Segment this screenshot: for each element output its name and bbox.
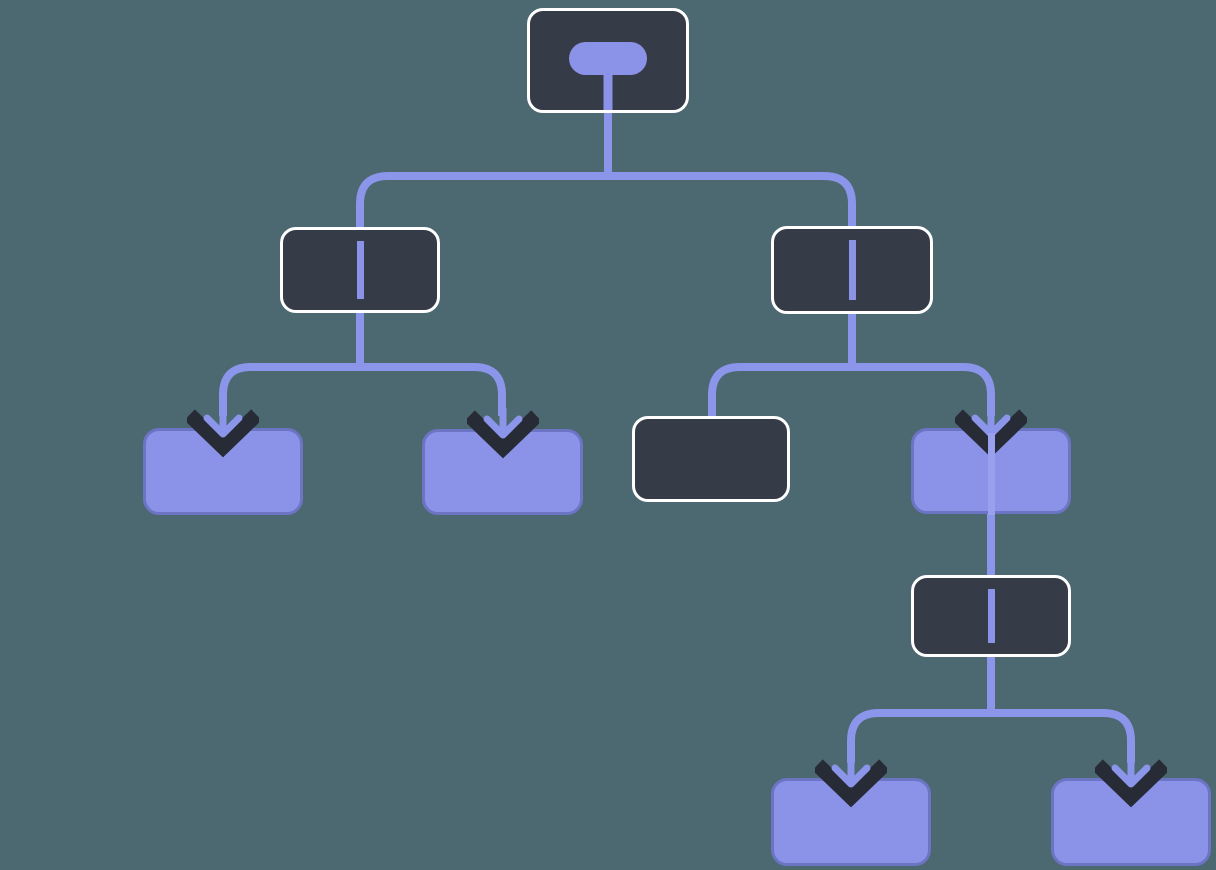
flow-node-leaf-bottom-right[interactable] [1051,757,1211,866]
vertical-line-icon [848,240,856,300]
flow-node-root[interactable] [527,8,689,113]
connector-edge-bottom-branch-bar [847,709,1135,763]
drop-arrow-icon [815,757,887,808]
connector-edge-top-branch-bar [356,172,856,227]
vertical-line-icon [356,241,364,299]
flow-node-branch-bottom[interactable] [911,575,1071,657]
vertical-line-icon [987,589,995,643]
drop-arrow-icon [187,407,259,458]
flow-node-branch-right[interactable] [771,226,933,314]
flow-node-branch-left[interactable] [280,227,440,313]
flow-node-leaf-top-mid[interactable] [422,408,583,515]
pill-stem-icon [569,42,647,110]
flow-node-placeholder-dark[interactable] [632,416,790,502]
flow-node-leaf-top-left[interactable] [143,407,303,515]
drop-arrow-icon [1095,757,1167,808]
connector-edge-right-branch-bar [708,363,995,417]
connector-edge-left-branch-bar [219,363,506,416]
flow-node-leaf-bottom-left[interactable] [771,757,931,866]
connector-through-line-leaf-right-through-line [987,433,995,515]
drop-arrow-icon [466,408,539,459]
